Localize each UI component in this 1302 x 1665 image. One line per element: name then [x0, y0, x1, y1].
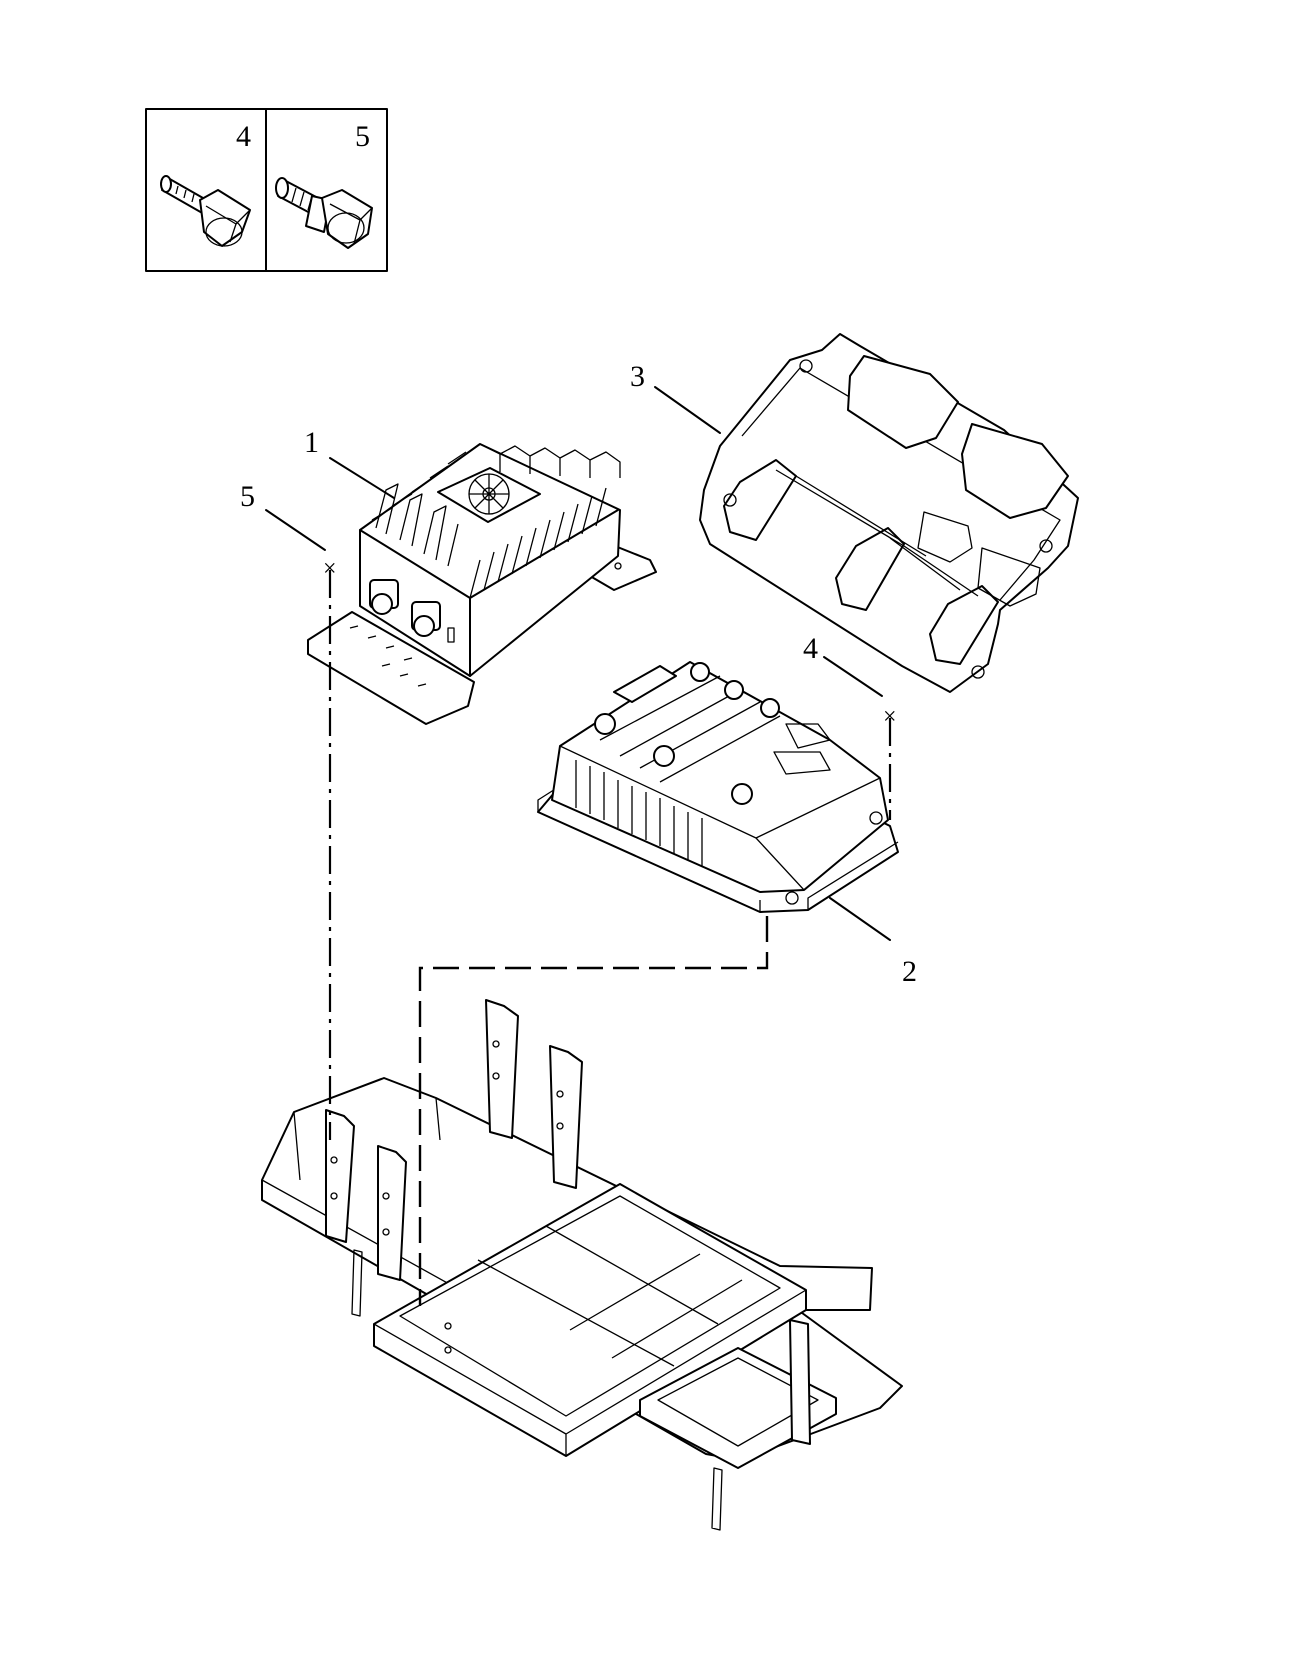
cross-marker-4: ×: [883, 704, 897, 730]
leader-4: [823, 656, 883, 697]
leader-1: [329, 457, 395, 499]
leader-5: [265, 509, 326, 551]
callout-1: 1: [304, 426, 319, 459]
callout-3: 3: [630, 360, 645, 393]
assembly-paths: [328, 570, 892, 1306]
callout-5: 5: [240, 480, 255, 513]
terminal-posts: [594, 662, 780, 805]
battery-charger-icon: [307, 443, 657, 725]
callout-4: 4: [803, 632, 818, 665]
flange-bolt-icon: [160, 175, 251, 247]
path-part2-to-frame: [418, 916, 769, 1306]
cross-marker-5: ×: [323, 556, 337, 582]
leader-2: [829, 897, 891, 941]
callout-2: 2: [902, 955, 917, 988]
inset-label-5: 5: [355, 120, 370, 153]
controller-cover-icon: [699, 333, 1079, 693]
leader-3: [654, 386, 721, 434]
bolt-with-washer-icon: [275, 177, 373, 249]
leader-lines: [265, 386, 891, 941]
chassis-frame-icon: [261, 999, 903, 1531]
fastener-inset: 4 5: [145, 108, 388, 272]
motor-controller-icon: [537, 661, 899, 913]
inset-label-4: 4: [236, 120, 251, 153]
